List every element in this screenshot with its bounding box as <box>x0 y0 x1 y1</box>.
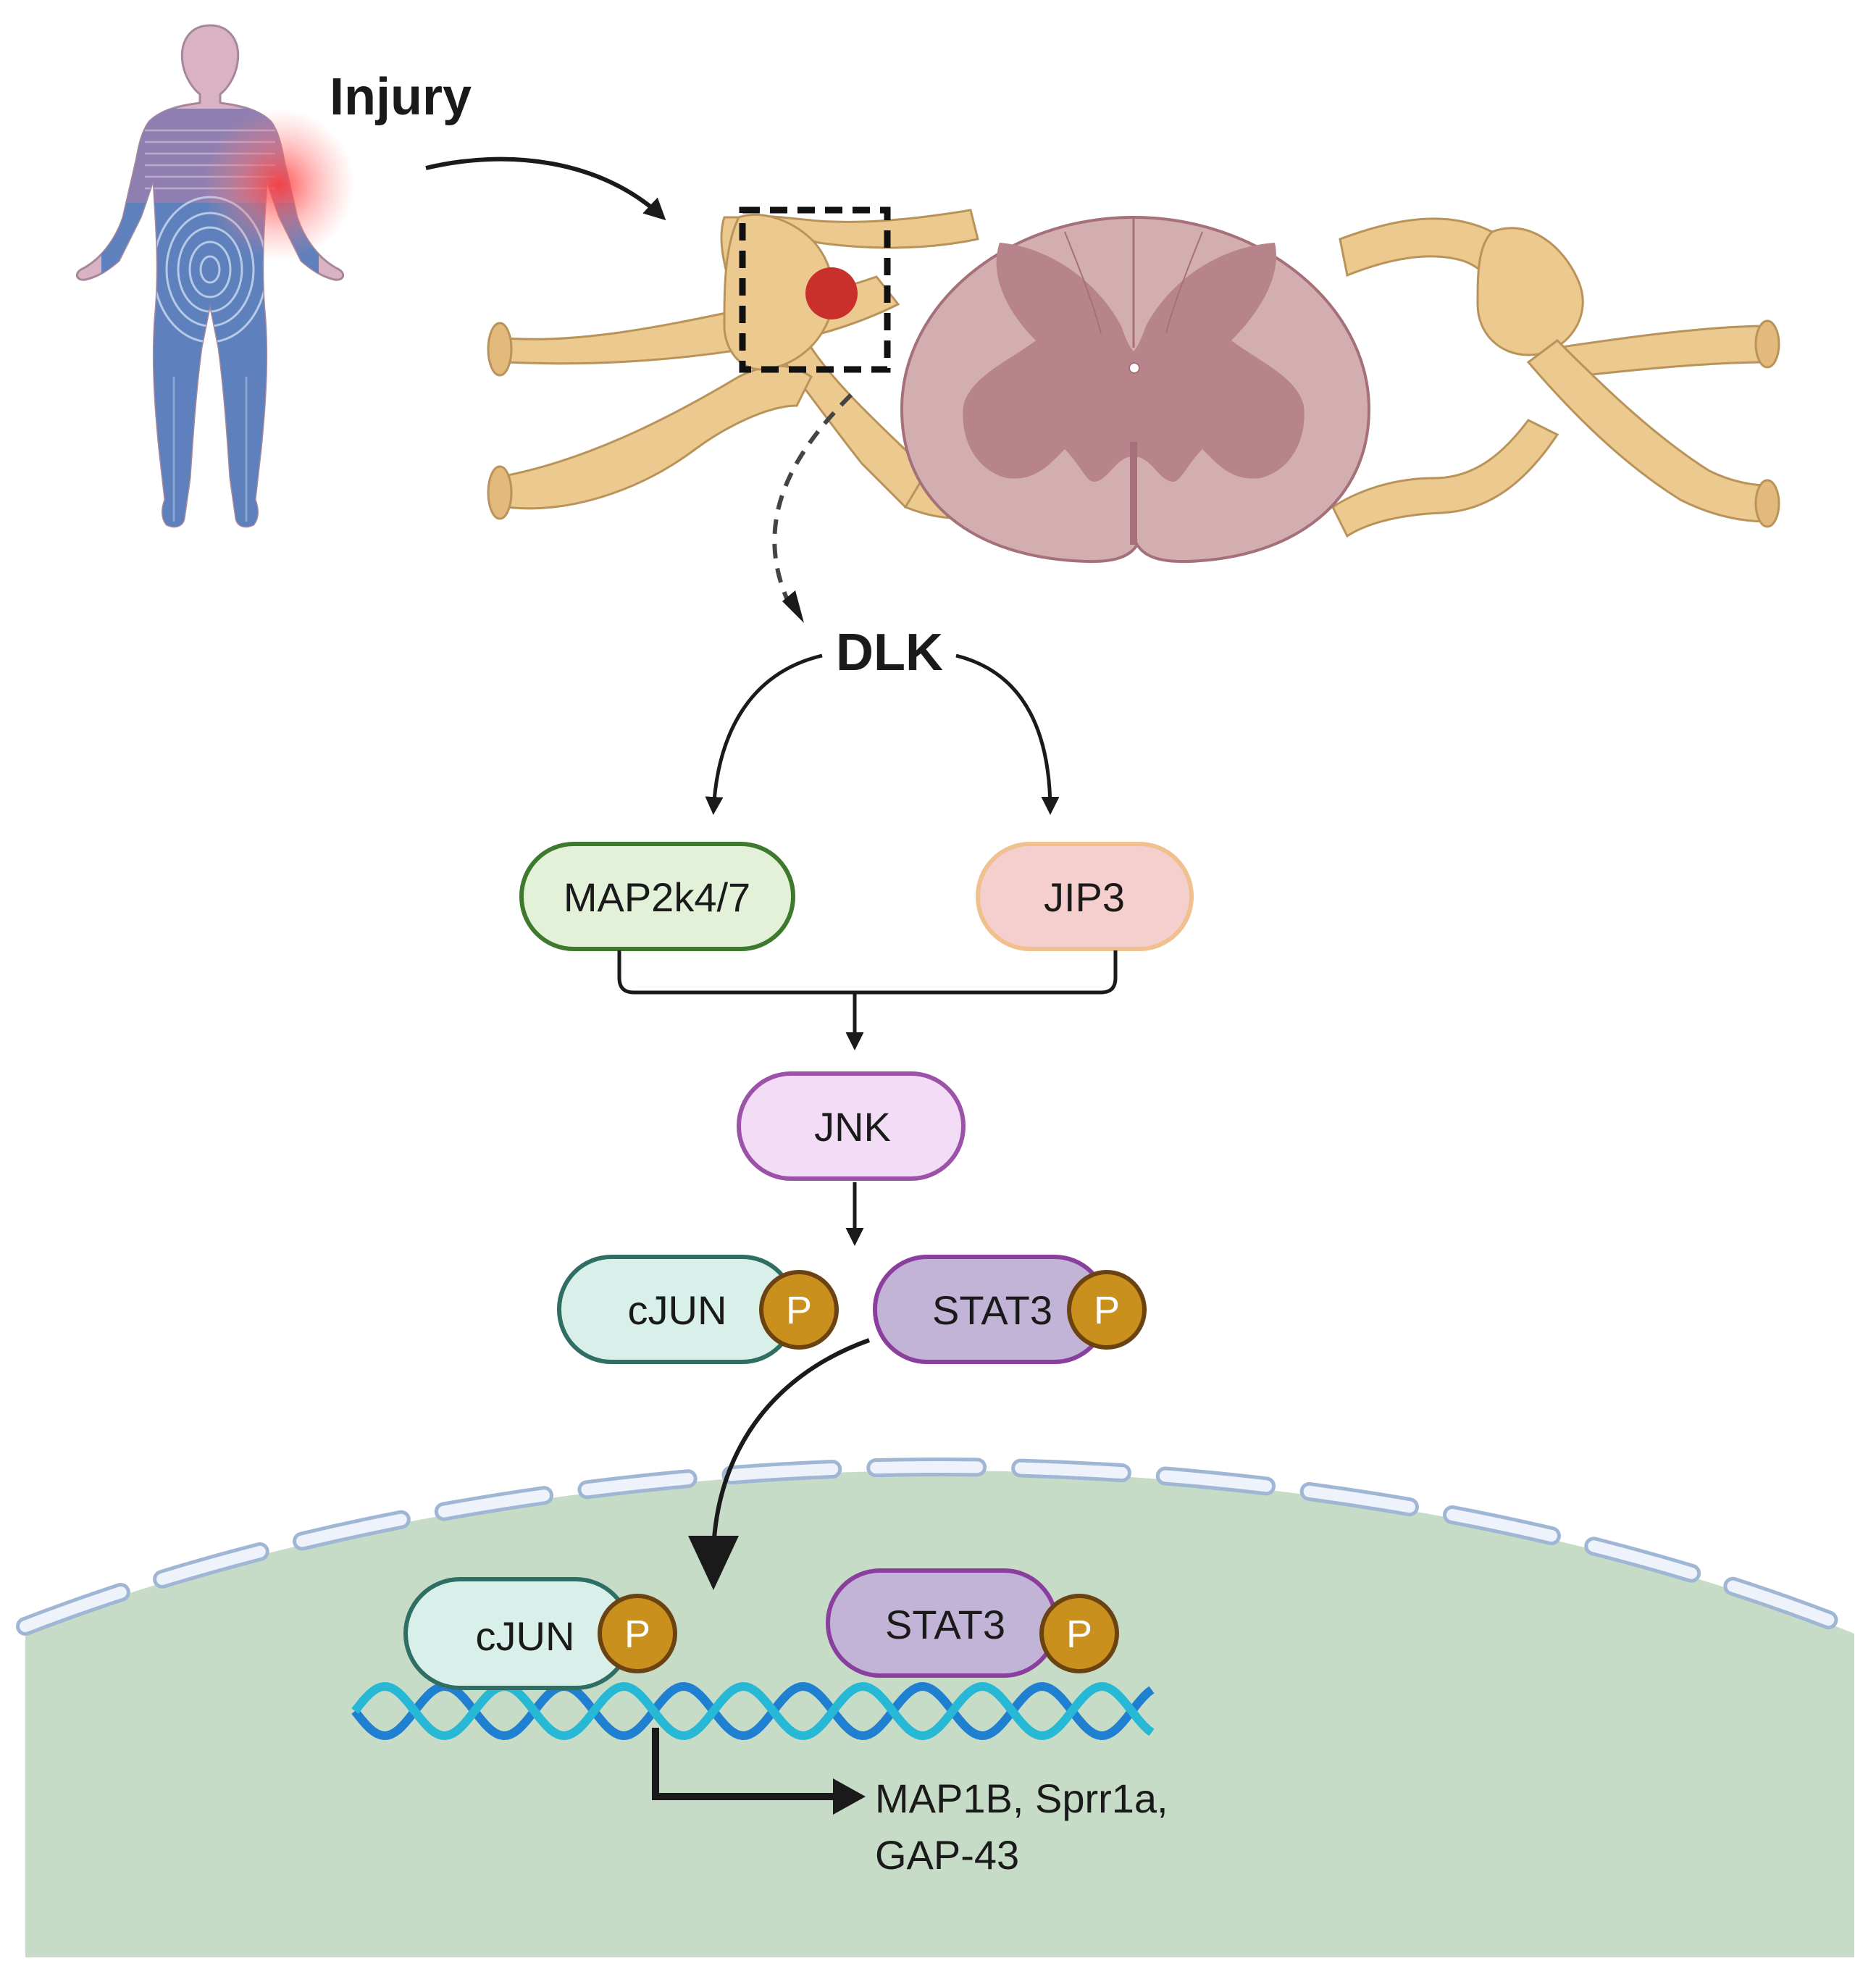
svg-text:P: P <box>1066 1613 1092 1656</box>
svg-text:P: P <box>624 1613 650 1656</box>
map2k-label: MAP2k4/7 <box>564 874 750 920</box>
jip3-label: JIP3 <box>1044 874 1125 920</box>
dna-helix-icon <box>351 1681 1155 1741</box>
target-genes-line2: GAP-43 <box>875 1832 1019 1878</box>
translocation-arrowhead <box>688 1536 739 1590</box>
left-nerve-end-lower <box>487 465 513 520</box>
right-nerve-end-upper <box>1754 319 1780 369</box>
dlk-to-map2k-arrow <box>705 653 823 815</box>
injury-glow <box>203 109 355 261</box>
cjun-nucleus-phospho-badge: P <box>598 1594 677 1673</box>
cjun-cytoplasm-node: cJUN <box>557 1255 797 1364</box>
left-nerve-end-upper <box>487 322 513 377</box>
jnk-label: JNK <box>814 1104 891 1150</box>
stat3-cytoplasm-node: STAT3 <box>873 1255 1109 1364</box>
right-nerve-end-lower <box>1754 479 1780 528</box>
svg-text:P: P <box>1094 1289 1120 1332</box>
drg-to-dlk-arrowhead <box>782 590 804 623</box>
transcription-arrowhead <box>833 1778 866 1815</box>
stat3-nucleus-node: STAT3 <box>826 1568 1058 1678</box>
nuclear-envelope <box>20 1460 1860 1636</box>
transcription-arrow <box>652 1728 840 1800</box>
stat3-cytoplasm-phospho-badge: P <box>1067 1270 1147 1350</box>
cjun-nucleus-node: cJUN <box>403 1577 632 1690</box>
injury-arrow <box>425 156 666 221</box>
stat3-nucleus-phospho-badge: P <box>1039 1594 1119 1673</box>
svg-text:P: P <box>786 1289 812 1332</box>
map2k-node: MAP2k4/7 <box>519 842 795 951</box>
jip3-node: JIP3 <box>976 842 1194 951</box>
jnk-node: JNK <box>737 1071 966 1181</box>
join-bracket <box>617 950 1118 995</box>
human-body-icon <box>75 24 355 528</box>
translocation-arrow <box>711 1338 871 1551</box>
stat3-nucleus-label: STAT3 <box>885 1602 1005 1647</box>
cjun-nucleus-label: cJUN <box>476 1613 575 1659</box>
drg-soma-dot <box>805 267 858 319</box>
dlk-to-jip3-arrow <box>955 653 1060 815</box>
drg-highlight-box <box>739 206 891 373</box>
stat3-cytoplasm-label: STAT3 <box>932 1287 1052 1333</box>
cjun-cytoplasm-phospho-badge: P <box>759 1270 839 1350</box>
cjun-cytoplasm-label: cJUN <box>628 1287 727 1333</box>
right-nerve <box>1331 217 1769 538</box>
injury-label: Injury <box>330 68 472 126</box>
spinal-cord-cross-section <box>900 215 1371 564</box>
dlk-label: DLK <box>836 624 943 682</box>
target-genes-line1: MAP1B, Sprr1a, <box>875 1776 1168 1821</box>
drg-to-dlk-dashed-arrow <box>772 393 853 614</box>
